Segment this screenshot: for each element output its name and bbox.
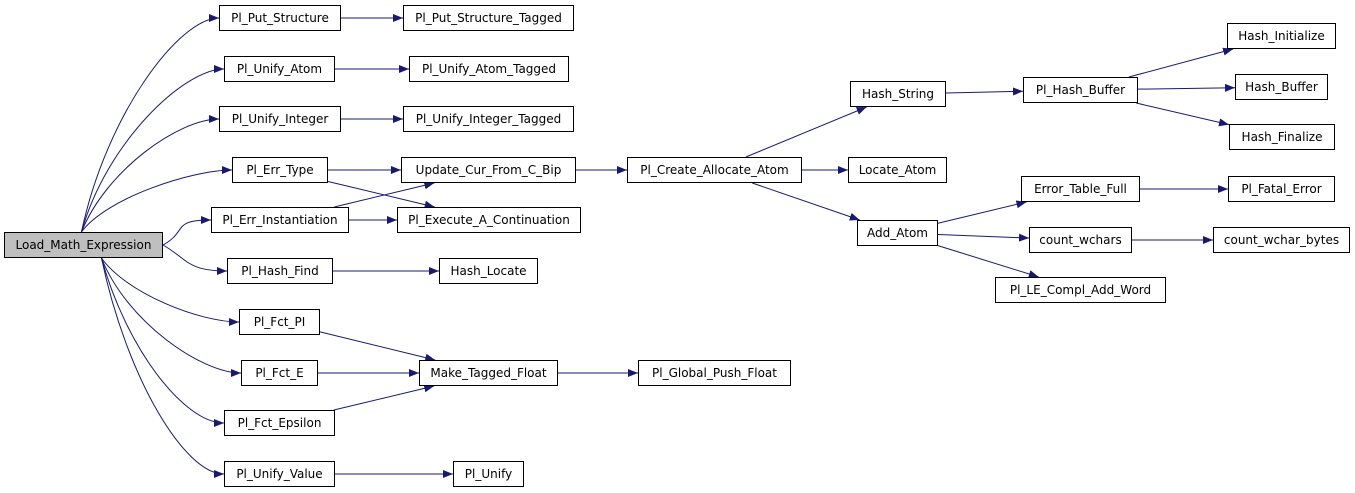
edge-pl-hash-buffer-to-hash-finalize: [1136, 102, 1230, 127]
edge-pl-create-allocate-atom-to-add-atom: [752, 182, 860, 221]
node-pl-fct-e[interactable]: Pl_Fct_E: [241, 360, 318, 386]
edge-load-math-expression-to-pl-err-instantiation: [162, 216, 212, 246]
node-pl-unify-integer[interactable]: Pl_Unify_Integer: [219, 106, 341, 132]
edge-hash-string-to-pl-hash-buffer: [945, 87, 1024, 96]
edge-pl-hash-buffer-to-hash-initialize: [1128, 47, 1234, 78]
edge-add-atom-to-pl-le-compl-add-word: [937, 245, 1039, 278]
node-pl-hash-find[interactable]: Pl_Hash_Find: [227, 258, 333, 284]
edge-load-math-expression-to-pl-hash-find: [162, 244, 228, 275]
node-pl-global-push-float[interactable]: Pl_Global_Push_Float: [638, 360, 791, 386]
node-pl-unify-value[interactable]: Pl_Unify_Value: [224, 461, 335, 487]
edge-load-math-expression-to-pl-unify-value: [100, 257, 225, 478]
node-locate-atom[interactable]: Locate_Atom: [848, 157, 947, 183]
edge-load-math-expression-to-pl-fct-e: [100, 257, 242, 377]
node-pl-fatal-error[interactable]: Pl_Fatal_Error: [1228, 176, 1335, 202]
node-pl-le-compl-add-word[interactable]: Pl_LE_Compl_Add_Word: [995, 277, 1166, 303]
edge-load-math-expression-to-pl-fct-pi: [101, 257, 240, 326]
node-hash-locate[interactable]: Hash_Locate: [439, 258, 538, 284]
edge-pl-err-instantiation-to-update-cur-from-c-bip: [334, 181, 435, 208]
node-pl-unify[interactable]: Pl_Unify: [453, 461, 524, 487]
node-hash-finalize[interactable]: Hash_Finalize: [1229, 124, 1335, 150]
node-error-table-full[interactable]: Error_Table_Full: [1021, 176, 1140, 202]
edge-pl-err-type-to-pl-execute-a-continuation: [327, 180, 435, 209]
node-load-math-expression[interactable]: Load_Math_Expression: [4, 232, 163, 258]
node-make-tagged-float[interactable]: Make_Tagged_Float: [419, 360, 558, 386]
edge-add-atom-to-error-table-full: [937, 200, 1027, 224]
edge-add-atom-to-count-wchars: [937, 233, 1030, 242]
node-pl-hash-buffer[interactable]: Pl_Hash_Buffer: [1023, 77, 1138, 103]
edge-pl-create-allocate-atom-to-hash-string: [745, 106, 867, 158]
edge-load-math-expression-to-pl-err-type: [81, 166, 233, 233]
node-count-wchars[interactable]: count_wchars: [1029, 227, 1132, 253]
edge-load-math-expression-to-pl-unify-integer: [80, 115, 220, 233]
node-pl-fct-pi[interactable]: Pl_Fct_PI: [239, 309, 320, 335]
node-pl-create-allocate-atom[interactable]: Pl_Create_Allocate_Atom: [627, 157, 802, 183]
edge-pl-fct-epsilon-to-make-tagged-float: [333, 384, 435, 411]
node-update-cur-from-c-bip[interactable]: Update_Cur_From_C_Bip: [401, 157, 576, 183]
edge-load-math-expression-to-pl-put-structure: [80, 14, 220, 233]
node-pl-unify-atom[interactable]: Pl_Unify_Atom: [224, 56, 335, 82]
node-pl-put-structure-tagged[interactable]: Pl_Put_Structure_Tagged: [403, 5, 574, 31]
node-pl-execute-a-continuation[interactable]: Pl_Execute_A_Continuation: [397, 207, 581, 233]
node-hash-buffer[interactable]: Hash_Buffer: [1235, 74, 1328, 100]
node-add-atom[interactable]: Add_Atom: [857, 220, 938, 246]
node-pl-err-instantiation[interactable]: Pl_Err_Instantiation: [211, 207, 349, 233]
edge-pl-hash-buffer-to-hash-buffer: [1137, 83, 1236, 92]
edge-load-math-expression-to-pl-unify-atom: [80, 65, 225, 233]
node-count-wchar-bytes[interactable]: count_wchar_bytes: [1213, 227, 1350, 253]
node-pl-put-structure[interactable]: Pl_Put_Structure: [219, 5, 341, 31]
node-pl-fct-epsilon[interactable]: Pl_Fct_Epsilon: [224, 410, 335, 436]
node-pl-err-type[interactable]: Pl_Err_Type: [232, 157, 328, 183]
node-hash-string[interactable]: Hash_String: [850, 81, 946, 107]
node-pl-unify-atom-tagged[interactable]: Pl_Unify_Atom_Tagged: [409, 56, 569, 82]
node-pl-unify-integer-tagged[interactable]: Pl_Unify_Integer_Tagged: [403, 106, 574, 132]
edge-pl-fct-pi-to-make-tagged-float: [319, 331, 436, 362]
node-hash-initialize[interactable]: Hash_Initialize: [1227, 23, 1336, 49]
edge-load-math-expression-to-pl-fct-epsilon: [100, 257, 225, 427]
